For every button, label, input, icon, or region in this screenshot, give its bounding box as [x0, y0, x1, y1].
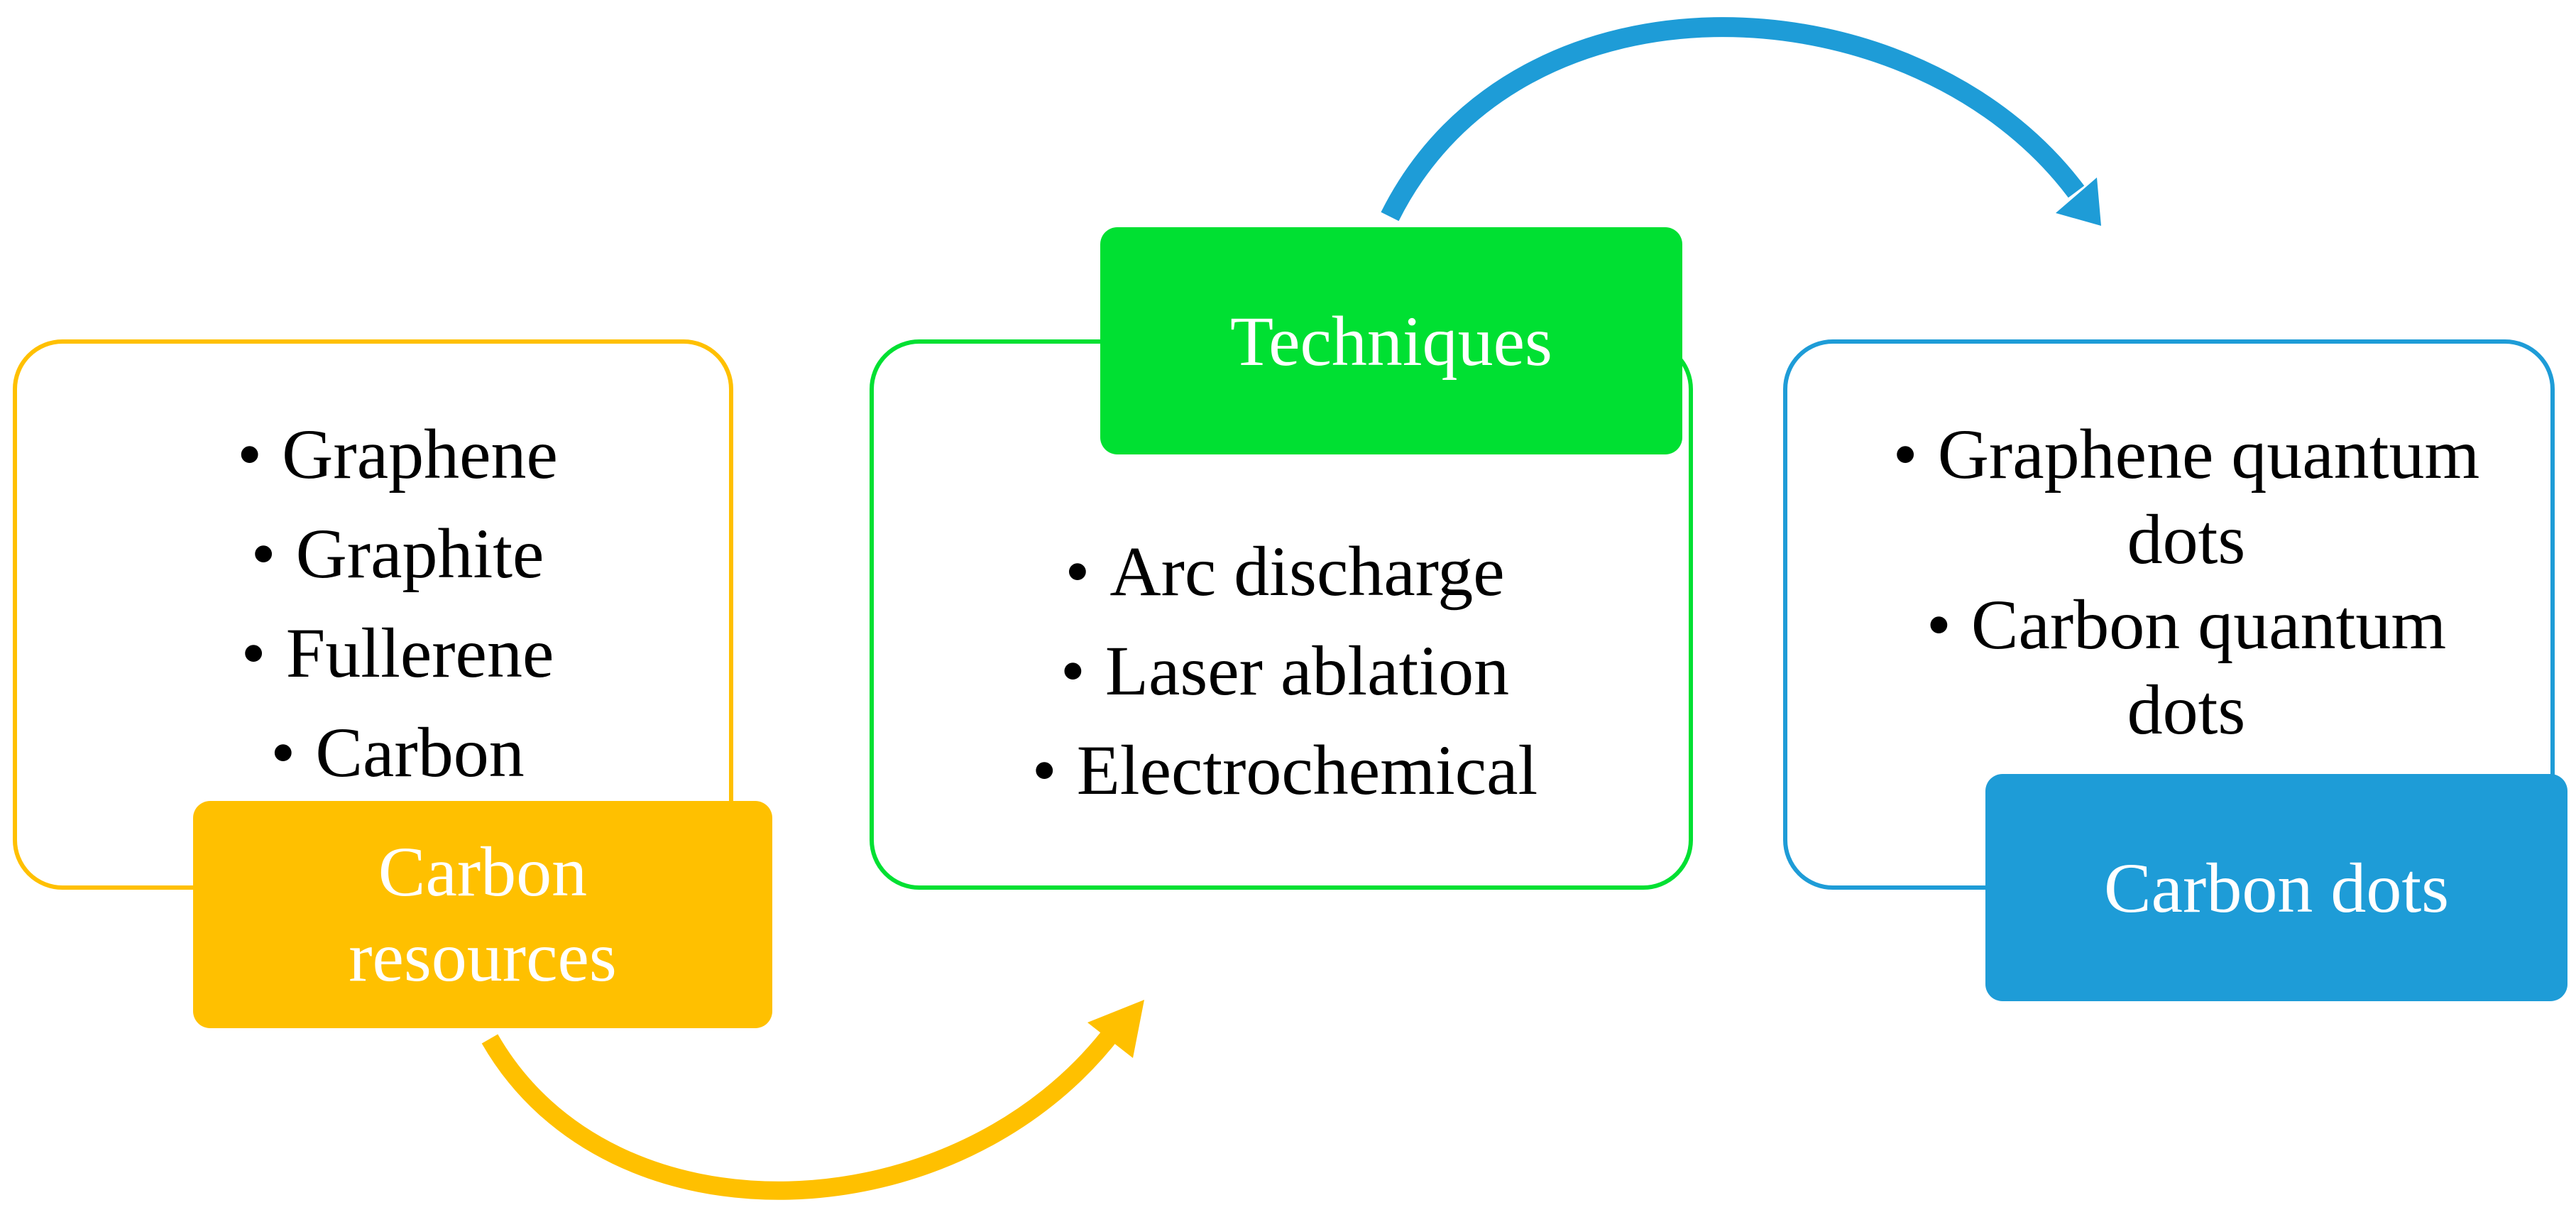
technique-item: Laser ablation [873, 621, 1697, 721]
arrow-techniques-to-products [1381, 17, 2085, 222]
arrowhead-techniques-to-products-icon [2056, 178, 2101, 226]
resource-item: Fullerene [28, 604, 767, 703]
technique-item: Arc discharge [873, 522, 1697, 621]
technique-item: Electrochemical [873, 721, 1697, 820]
techniques-list: Arc discharge Laser ablation Electrochem… [873, 522, 1697, 820]
techniques-title-text: Techniques [1230, 301, 1552, 381]
arrow-resources-to-techniques [481, 1024, 1122, 1200]
resources-title: Carbon resources [193, 801, 772, 1028]
resource-item: Graphene [28, 405, 767, 504]
techniques-title: Techniques [1100, 227, 1682, 454]
product-item: Carbon quantum dots [1860, 582, 2513, 753]
products-title-text: Carbon dots [2103, 848, 2450, 927]
resource-item: Carbon [28, 703, 767, 802]
arrowhead-resources-to-techniques-icon [1087, 1000, 1144, 1058]
products-title: Carbon dots [1985, 774, 2567, 1001]
product-item: Graphene quantum dots [1860, 412, 2513, 582]
products-list: Graphene quantum dots Carbon quantum dot… [1860, 412, 2513, 753]
resources-title-text: Carbon resources [349, 832, 617, 996]
resource-item: Graphite [28, 504, 767, 604]
resources-list: Graphene Graphite Fullerene Carbon [28, 405, 767, 802]
